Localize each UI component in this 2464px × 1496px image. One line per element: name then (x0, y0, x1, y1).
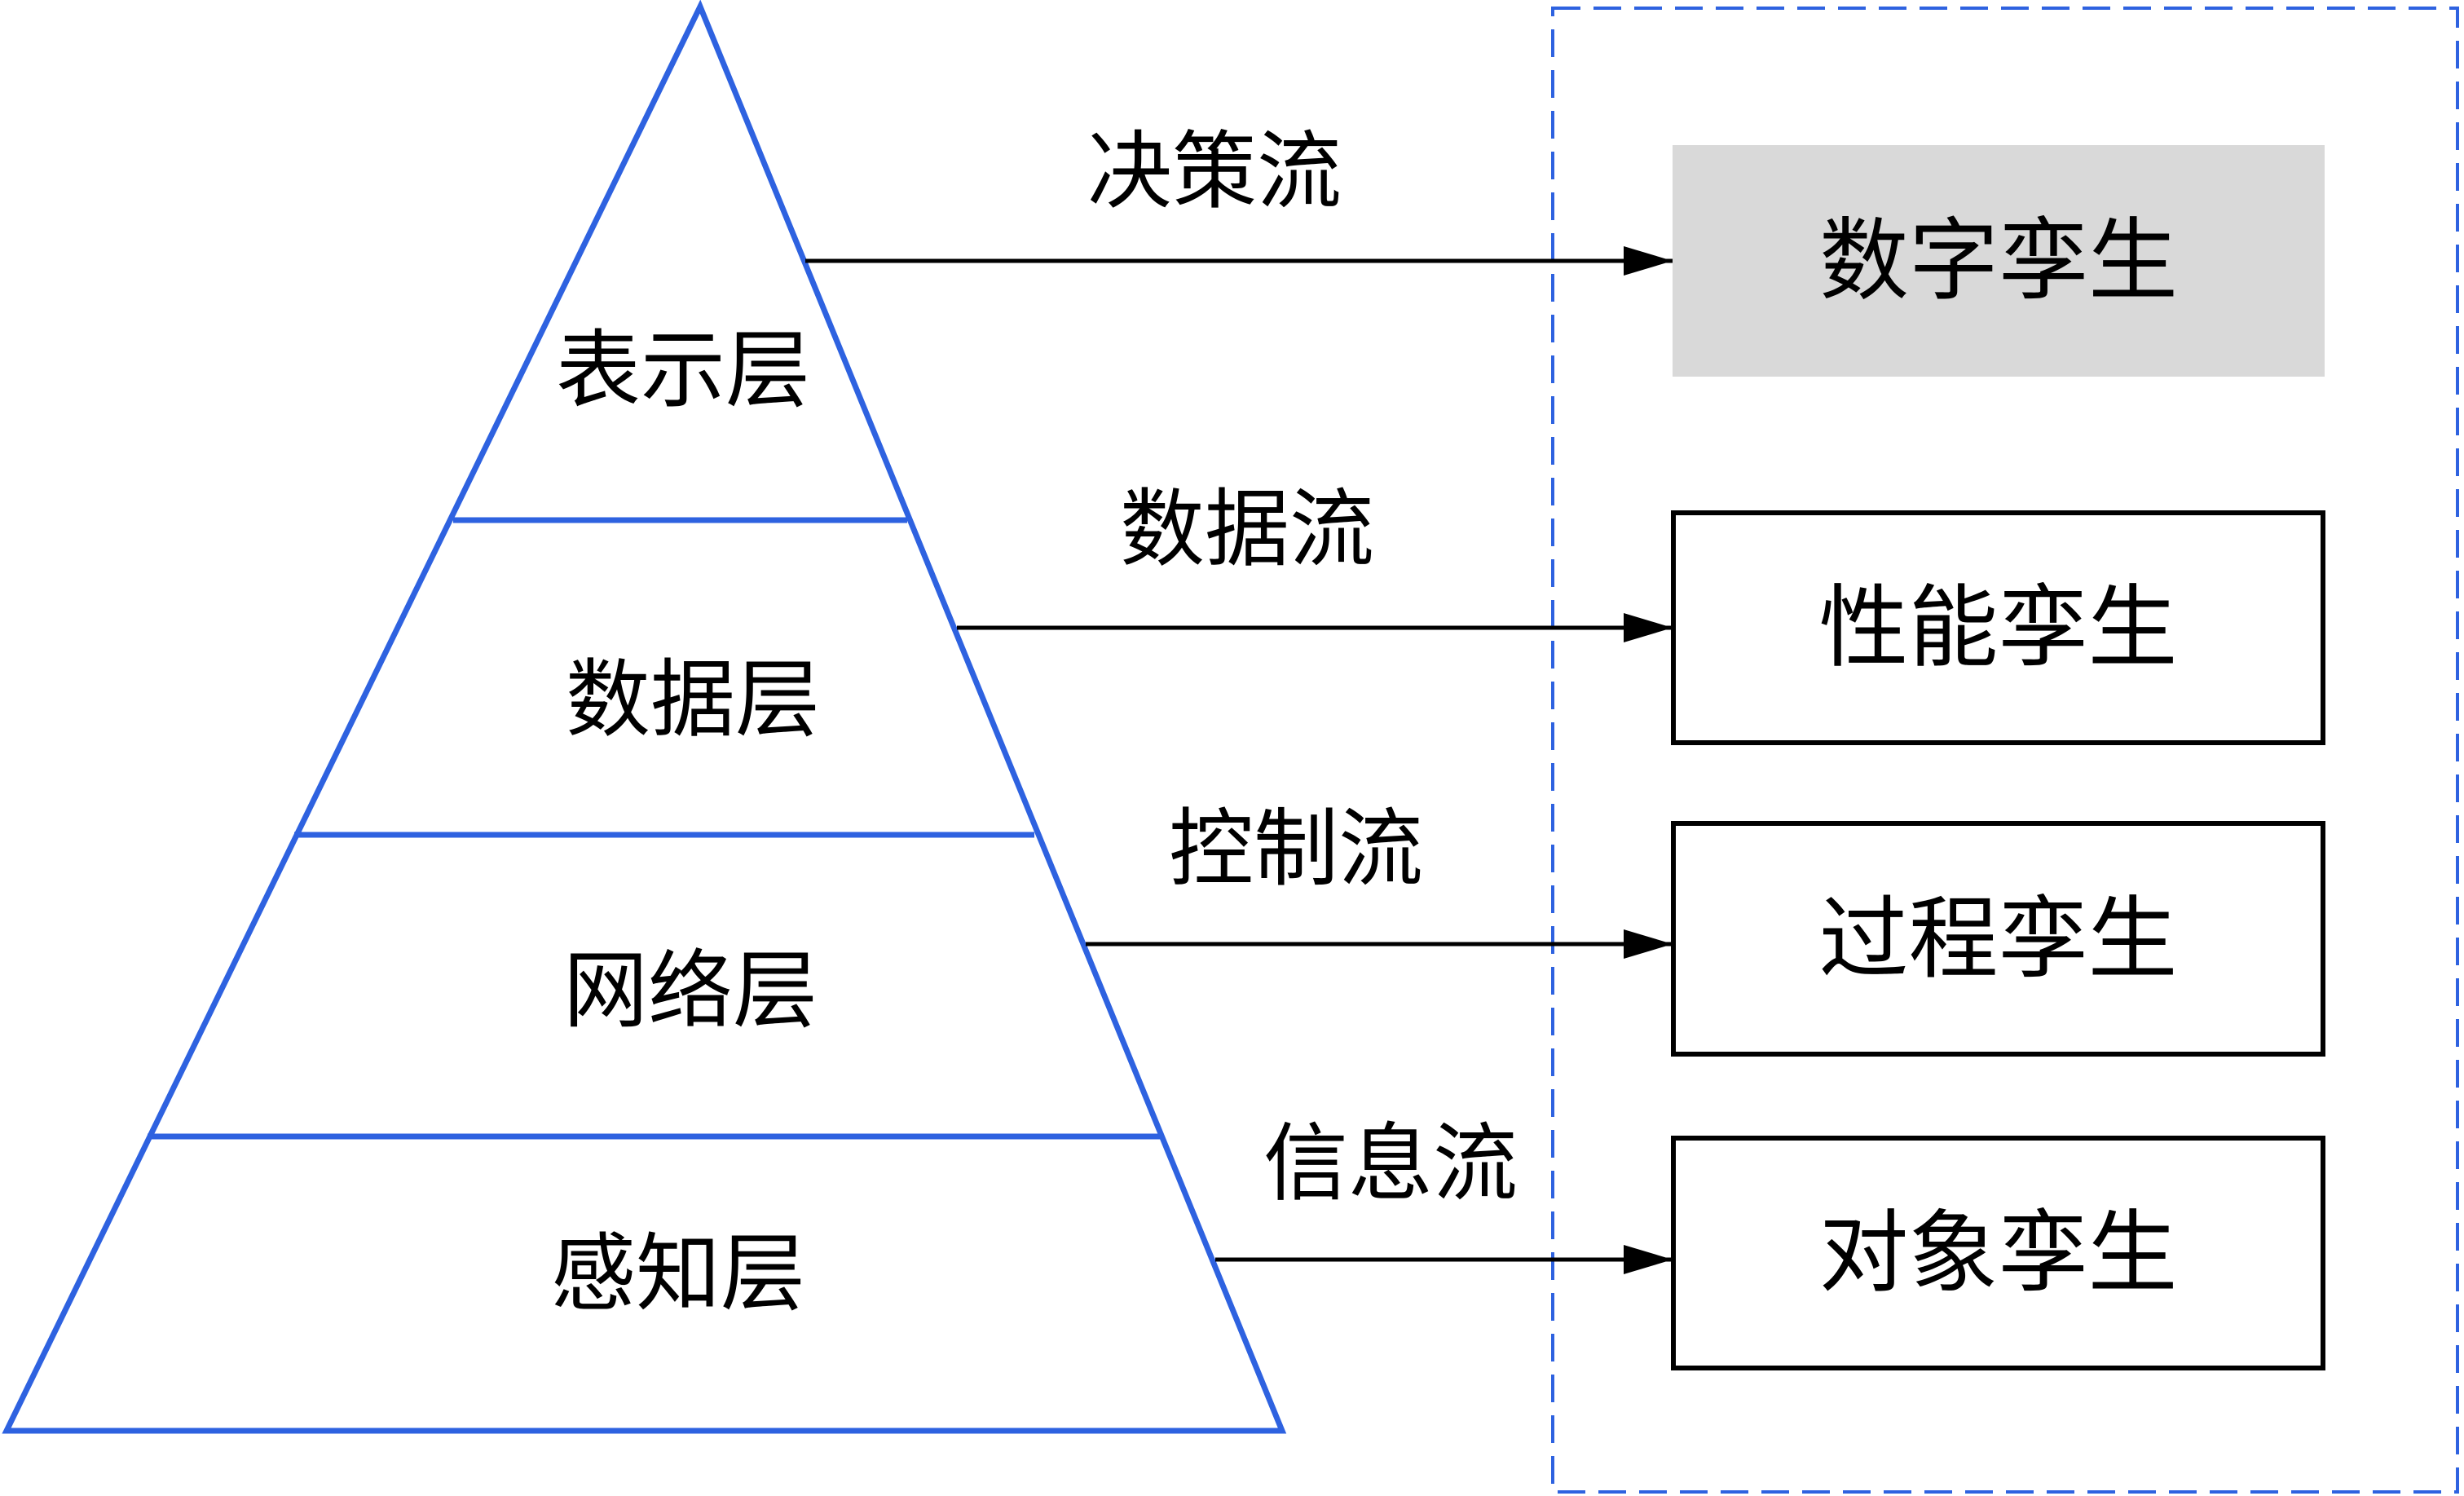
flow-label-information: 信息流 (1263, 1114, 1518, 1213)
twin-box-digital: 数字孪生 (1673, 145, 2325, 377)
flow-label-control: 控制流 (1168, 799, 1423, 898)
layer-label-presentation: 表示层 (555, 320, 810, 420)
twin-label-process: 过程孪生 (1818, 886, 2178, 991)
twin-label-performance: 性能孪生 (1818, 576, 2178, 680)
layer-label-data: 数据层 (565, 650, 820, 749)
twin-label-object: 对象孪生 (1818, 1201, 2178, 1305)
layer-label-perception: 感知层 (550, 1224, 805, 1323)
flow-label-decision: 决策流 (1087, 121, 1342, 221)
twin-group-dashed-border (1551, 7, 2459, 1494)
layer-label-network: 网络层 (562, 941, 818, 1040)
twin-box-performance: 性能孪生 (1671, 510, 2325, 745)
twin-box-process: 过程孪生 (1671, 821, 2325, 1057)
twin-label-digital: 数字孪生 (1819, 209, 2178, 313)
twin-box-object: 对象孪生 (1671, 1136, 2325, 1370)
pyramid-outline (2, 0, 1287, 1434)
flow-label-data: 数据流 (1119, 479, 1374, 579)
